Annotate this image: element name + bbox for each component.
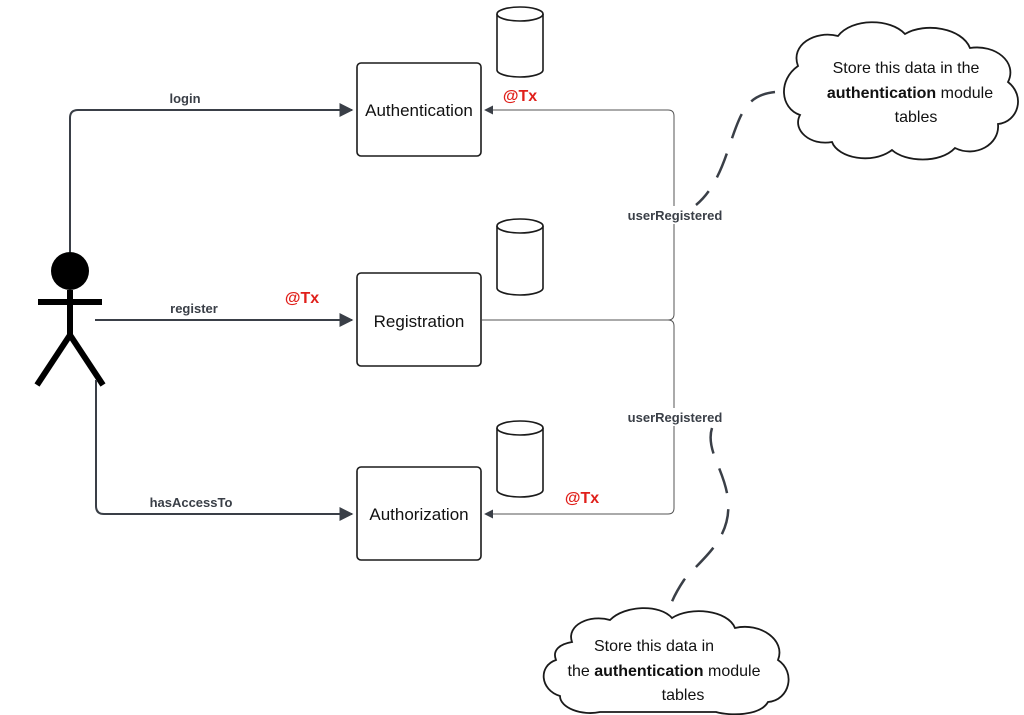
- authorization-db-icon: [496, 420, 544, 498]
- has-access-to-edge: [95, 380, 354, 521]
- tx-marker-registration: @Tx: [285, 290, 319, 307]
- note-bottom-line2-rest: module: [704, 663, 761, 680]
- note-bottom-line1: Store this data in: [594, 638, 714, 655]
- user-registered-bottom-bg: [622, 408, 728, 426]
- note-bottom-line2-prefix: the: [568, 663, 595, 680]
- note-bottom-connector: [663, 427, 730, 626]
- note-bottom: Store this data in the authentication mo…: [542, 607, 790, 715]
- user-registered-edge-bottom: [484, 319, 675, 519]
- note-top-line2: authentication module: [827, 85, 993, 102]
- actor-right-leg: [67, 333, 106, 387]
- registration-node[interactable]: Registration: [356, 272, 482, 367]
- authentication-label: Authentication: [365, 101, 473, 120]
- authorization-node[interactable]: Authorization: [356, 466, 482, 561]
- registration-db-icon: [496, 218, 544, 296]
- login-label: login: [169, 91, 200, 106]
- note-bottom-line2: the authentication module: [568, 663, 761, 680]
- register-label: register: [170, 301, 218, 316]
- note-bottom-bold: authentication: [594, 663, 703, 680]
- user-registered-top-bg: [622, 206, 728, 224]
- registration-label: Registration: [374, 312, 465, 331]
- actor-head: [51, 252, 89, 290]
- authentication-db-icon: [496, 6, 544, 78]
- note-top-line3: tables: [895, 109, 938, 126]
- tx-marker-authentication: @Tx: [503, 88, 537, 105]
- note-bottom-cloud-shape: [542, 607, 790, 715]
- has-access-to-label: hasAccessTo: [150, 495, 233, 510]
- tx-marker-authorization: @Tx: [565, 490, 599, 507]
- login-edge: [69, 103, 354, 252]
- note-top-cloud-shape: [783, 21, 1019, 161]
- note-top: Store this data in the authentication mo…: [783, 21, 1019, 161]
- note-top-line2-rest: module: [936, 85, 993, 102]
- actor-figure: [34, 252, 106, 387]
- user-registered-top-label: userRegistered: [628, 208, 723, 223]
- actor-left-leg: [34, 333, 73, 387]
- note-top-connector: [695, 90, 776, 206]
- note-top-line1: Store this data in the: [833, 60, 980, 77]
- authentication-node[interactable]: Authentication: [356, 62, 482, 157]
- note-bottom-line3: tables: [662, 687, 705, 704]
- authorization-label: Authorization: [369, 505, 468, 524]
- note-top-bold: authentication: [827, 85, 936, 102]
- user-registered-bottom-label: userRegistered: [628, 410, 723, 425]
